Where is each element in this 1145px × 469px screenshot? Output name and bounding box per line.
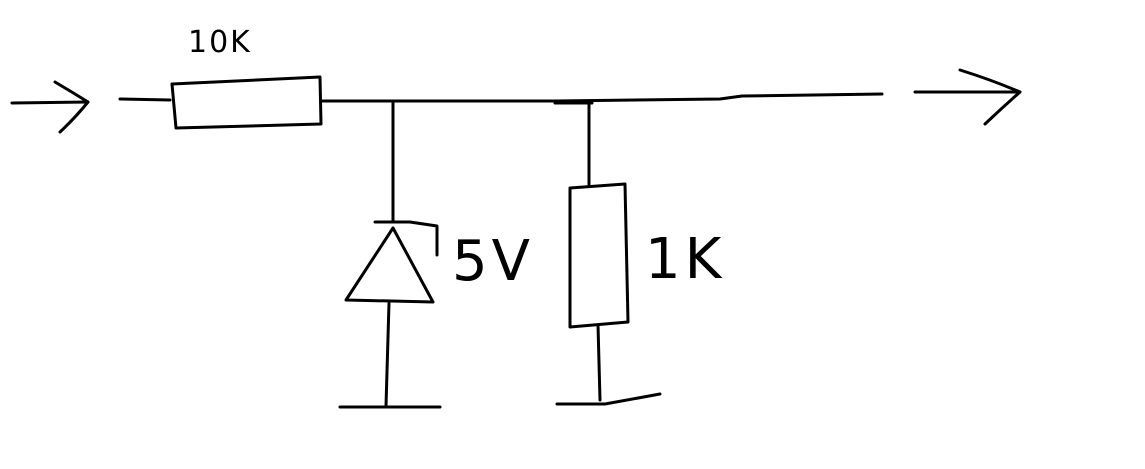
input-wire — [118, 97, 172, 102]
resistor-r2 — [568, 182, 630, 329]
zener-label: 5V — [452, 229, 534, 294]
ground-right — [555, 392, 662, 406]
main-bus-wire — [319, 92, 884, 103]
zener-bottom-wire — [384, 301, 391, 408]
zener-diode-icon — [344, 220, 439, 304]
r2-bottom-wire — [596, 323, 602, 402]
output-arrow-icon — [913, 68, 1022, 126]
resistor-r1-label: 10K — [188, 25, 252, 60]
input-arrow-icon — [10, 80, 90, 134]
resistor-r1 — [170, 75, 323, 130]
resistor-r2-label: 1K — [645, 227, 725, 292]
